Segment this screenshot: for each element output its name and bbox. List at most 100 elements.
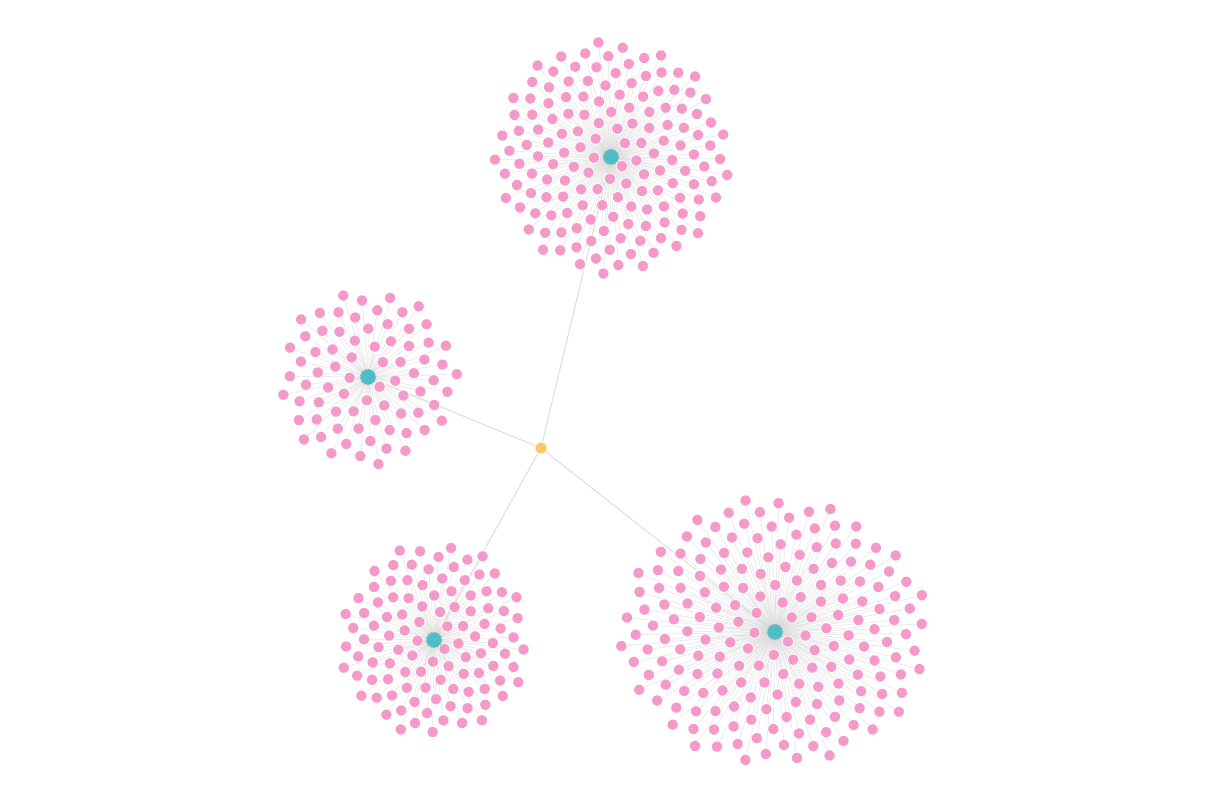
leaf-node[interactable] [399, 444, 412, 457]
leaf-node[interactable] [532, 150, 545, 163]
leaf-node[interactable] [790, 528, 803, 541]
leaf-node[interactable] [651, 694, 664, 707]
leaf-node[interactable] [731, 738, 744, 751]
leaf-node[interactable] [571, 125, 584, 138]
leaf-node[interactable] [402, 339, 415, 352]
leaf-node[interactable] [394, 355, 407, 368]
leaf-node[interactable] [525, 187, 538, 200]
leaf-node[interactable] [371, 596, 384, 609]
leaf-node[interactable] [512, 676, 525, 689]
leaf-node[interactable] [360, 394, 373, 407]
leaf-node[interactable] [480, 585, 493, 598]
leaf-node[interactable] [457, 620, 470, 633]
leaf-node[interactable] [874, 670, 887, 683]
leaf-node[interactable] [714, 153, 727, 166]
leaf-node[interactable] [670, 701, 683, 714]
leaf-node[interactable] [622, 57, 635, 70]
leaf-node[interactable] [297, 433, 310, 446]
leaf-node[interactable] [915, 617, 928, 630]
leaf-node[interactable] [760, 703, 773, 716]
leaf-node[interactable] [639, 219, 652, 232]
leaf-node[interactable] [437, 714, 450, 727]
leaf-node[interactable] [726, 531, 739, 544]
leaf-node[interactable] [507, 661, 520, 674]
leaf-node[interactable] [900, 628, 913, 641]
leaf-node[interactable] [452, 637, 465, 650]
leaf-node[interactable] [739, 494, 752, 507]
leaf-node[interactable] [691, 513, 704, 526]
leaf-node[interactable] [792, 727, 805, 740]
leaf-node[interactable] [829, 710, 842, 723]
leaf-node[interactable] [903, 602, 916, 615]
leaf-node[interactable] [395, 407, 408, 420]
leaf-node[interactable] [824, 503, 837, 516]
leaf-node[interactable] [729, 599, 742, 612]
leaf-node[interactable] [711, 667, 724, 680]
leaf-node[interactable] [520, 138, 533, 151]
leaf-node[interactable] [655, 66, 668, 79]
leaf-node[interactable] [829, 537, 842, 550]
leaf-node[interactable] [629, 628, 642, 641]
leaf-node[interactable] [430, 693, 443, 706]
leaf-node[interactable] [419, 681, 432, 694]
leaf-node[interactable] [699, 633, 712, 646]
leaf-node[interactable] [499, 191, 512, 204]
leaf-node[interactable] [633, 683, 646, 696]
leaf-node[interactable] [716, 684, 729, 697]
leaf-node[interactable] [558, 146, 571, 159]
leaf-node[interactable] [545, 209, 558, 222]
leaf-node[interactable] [458, 574, 471, 587]
leaf-node[interactable] [581, 74, 594, 87]
leaf-node[interactable] [510, 178, 523, 191]
leaf-node[interactable] [347, 622, 360, 635]
leaf-node[interactable] [295, 313, 308, 326]
leaf-node[interactable] [658, 598, 671, 611]
leaf-node[interactable] [753, 506, 766, 519]
leaf-node[interactable] [678, 684, 691, 697]
leaf-node[interactable] [627, 655, 640, 668]
leaf-node[interactable] [834, 574, 847, 587]
leaf-node[interactable] [653, 582, 666, 595]
leaf-node[interactable] [630, 154, 643, 167]
leaf-node[interactable] [621, 611, 634, 624]
leaf-node[interactable] [705, 175, 718, 188]
leaf-node[interactable] [366, 673, 379, 686]
leaf-node[interactable] [820, 622, 833, 635]
leaf-node[interactable] [540, 191, 553, 204]
leaf-node[interactable] [345, 351, 358, 364]
leaf-node[interactable] [687, 722, 700, 735]
leaf-node[interactable] [497, 605, 510, 618]
leaf-node[interactable] [655, 232, 668, 245]
leaf-node[interactable] [705, 116, 718, 129]
leaf-node[interactable] [748, 626, 761, 639]
leaf-node[interactable] [758, 676, 771, 689]
root-node[interactable] [534, 441, 548, 455]
leaf-node[interactable] [654, 545, 667, 558]
leaf-node[interactable] [868, 623, 881, 636]
leaf-node[interactable] [728, 700, 741, 713]
leaf-node[interactable] [693, 610, 706, 623]
leaf-node[interactable] [727, 720, 740, 733]
leaf-node[interactable] [666, 154, 679, 167]
leaf-node[interactable] [439, 339, 452, 352]
leaf-node[interactable] [837, 734, 850, 747]
leaf-node[interactable] [647, 246, 660, 259]
leaf-node[interactable] [659, 101, 672, 114]
leaf-node[interactable] [700, 93, 713, 106]
leaf-node[interactable] [657, 134, 670, 147]
leaf-node[interactable] [806, 661, 819, 674]
leaf-node[interactable] [436, 358, 449, 371]
leaf-node[interactable] [395, 704, 408, 717]
leaf-node[interactable] [418, 423, 431, 436]
leaf-node[interactable] [486, 637, 499, 650]
leaf-node[interactable] [293, 395, 306, 408]
leaf-node[interactable] [889, 590, 902, 603]
leaf-node[interactable] [873, 705, 886, 718]
leaf-node[interactable] [352, 422, 365, 435]
leaf-node[interactable] [456, 717, 469, 730]
leaf-node[interactable] [858, 640, 871, 653]
leaf-node[interactable] [634, 234, 647, 247]
leaf-node[interactable] [647, 147, 660, 160]
leaf-node[interactable] [579, 47, 592, 60]
leaf-node[interactable] [427, 374, 440, 387]
